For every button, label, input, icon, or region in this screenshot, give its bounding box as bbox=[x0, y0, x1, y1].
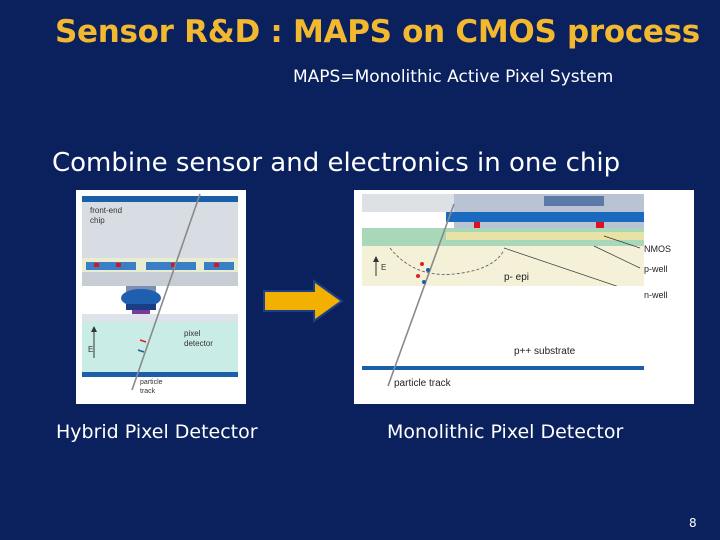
mono-label-nwell: n-well bbox=[644, 290, 668, 300]
hybrid-label-particle: particle bbox=[140, 379, 163, 386]
mono-label-nmos: NMOS bbox=[644, 244, 671, 254]
mono-label-substrate: p++ substrate bbox=[514, 346, 576, 357]
hybrid-label-front-end: front-end bbox=[90, 206, 122, 215]
mono-label-epi: p- epi bbox=[504, 272, 529, 283]
hybrid-caption: Hybrid Pixel Detector bbox=[56, 421, 258, 443]
mono-label-pwell: p-well bbox=[644, 264, 668, 274]
monolithic-detector-image: NMOS p-well p- epi n-well E p++ substrat… bbox=[354, 190, 694, 404]
slide-subtitle: MAPS=Monolithic Active Pixel System bbox=[293, 67, 614, 87]
slide-heading: Combine sensor and electronics in one ch… bbox=[52, 148, 621, 178]
page-number: 8 bbox=[689, 516, 697, 530]
hybrid-label-field: E bbox=[88, 345, 93, 354]
right-arrow-icon bbox=[263, 279, 344, 323]
mono-label-track: particle track bbox=[394, 378, 452, 389]
mono-label-field: E bbox=[381, 263, 386, 272]
slide-title: Sensor R&D : MAPS on CMOS process bbox=[55, 14, 700, 50]
hybrid-label-track: track bbox=[140, 388, 156, 395]
monolithic-caption: Monolithic Pixel Detector bbox=[387, 421, 624, 443]
hybrid-label-detector: detector bbox=[184, 339, 213, 348]
hybrid-label-pixel: pixel bbox=[184, 329, 201, 338]
hybrid-label-chip: chip bbox=[90, 216, 105, 225]
hybrid-detector-image: front-end chip pixel detector E bbox=[76, 190, 246, 404]
